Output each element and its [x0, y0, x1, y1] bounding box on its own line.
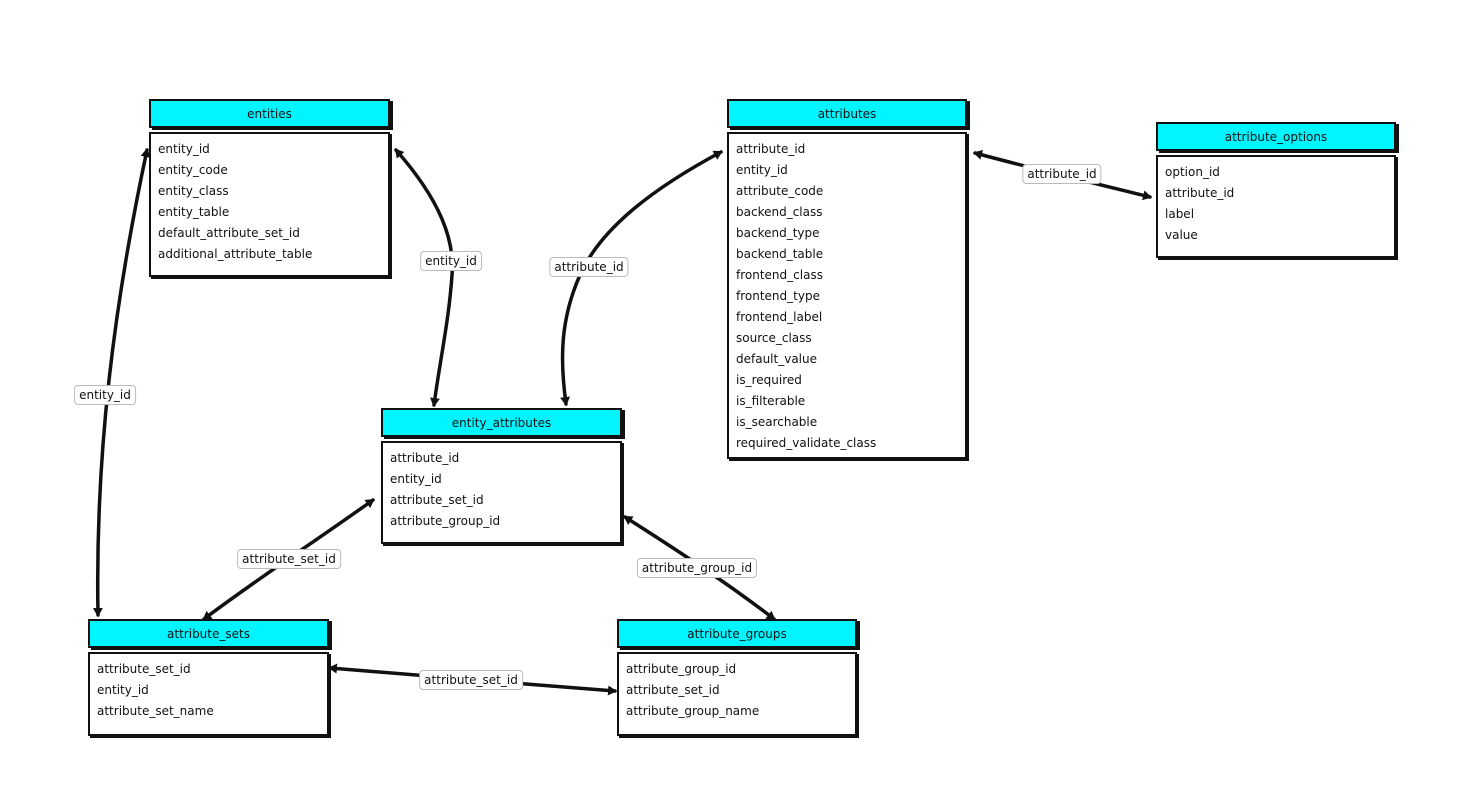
field: backend_table [736, 247, 824, 261]
relation-label-attribute-sets-attribute-groups: attribute_set_id [419, 670, 523, 690]
field: frontend_type [736, 289, 820, 303]
table-attribute-groups: attribute_groups attribute_group_id attr… [617, 619, 857, 736]
table-fields-entities: entity_id entity_code entity_class entit… [149, 132, 390, 277]
relation-label-attributes-entity-attributes: attribute_id [549, 257, 629, 277]
table-header-entity-attributes: entity_attributes [381, 408, 622, 437]
field: attribute_group_id [626, 662, 737, 676]
field: value [1165, 228, 1198, 242]
field: entity_class [158, 184, 229, 198]
field: default_value [736, 352, 817, 366]
field: attribute_set_id [626, 683, 720, 697]
field: additional_attribute_table [158, 247, 313, 261]
field: entity_id [97, 683, 149, 697]
table-header-attribute-sets: attribute_sets [88, 619, 329, 648]
table-entity-attributes: entity_attributes attribute_id entity_id… [381, 408, 622, 544]
field: backend_class [736, 205, 823, 219]
table-header-attribute-options: attribute_options [1156, 122, 1396, 151]
field: attribute_group_name [626, 704, 760, 718]
table-attribute-options: attribute_options option_id attribute_id… [1156, 122, 1396, 258]
relation-label-entity-attributes-attribute-sets: attribute_set_id [237, 549, 341, 569]
field: entity_table [158, 205, 230, 219]
table-attributes: attributes attribute_id entity_id attrib… [727, 99, 967, 459]
field: backend_type [736, 226, 820, 240]
field: entity_id [158, 142, 210, 156]
relation-label-attributes-attribute-options: attribute_id [1022, 164, 1102, 184]
field: is_searchable [736, 415, 818, 429]
field: default_attribute_set_id [158, 226, 300, 240]
field: is_required [736, 373, 802, 387]
field: entity_id [736, 163, 788, 177]
relation-line-entities-entity-attributes [394, 148, 455, 407]
field: attribute_group_id [390, 514, 501, 528]
field: attribute_id [390, 451, 460, 465]
table-attribute-sets: attribute_sets attribute_set_id entity_i… [88, 619, 329, 736]
table-header-entities: entities [149, 99, 390, 128]
field: entity_id [390, 472, 442, 486]
table-fields-attribute-sets: attribute_set_id entity_id attribute_set… [88, 652, 329, 736]
relation-label-entities-entity-attributes: entity_id [420, 251, 482, 271]
table-header-attributes: attributes [727, 99, 967, 128]
field: label [1165, 207, 1195, 221]
field: attribute_id [736, 142, 806, 156]
relation-label-entities-attribute-sets: entity_id [74, 385, 136, 405]
field: required_validate_class [736, 436, 877, 450]
field: entity_code [158, 163, 228, 177]
field: frontend_label [736, 310, 823, 324]
table-fields-attributes: attribute_id entity_id attribute_code ba… [727, 132, 967, 459]
field: option_id [1165, 165, 1220, 179]
field: attribute_set_id [390, 493, 484, 507]
table-header-attribute-groups: attribute_groups [617, 619, 857, 648]
table-fields-attribute-options: option_id attribute_id label value [1156, 155, 1396, 258]
table-entities: entities entity_id entity_code entity_cl… [149, 99, 390, 277]
relation-line-entities-attribute-sets [92, 148, 151, 617]
field: attribute_set_id [97, 662, 191, 676]
field: attribute_set_name [97, 704, 214, 718]
relation-line-attributes-entity-attributes [560, 150, 723, 406]
field: is_filterable [736, 394, 806, 408]
field: attribute_id [1165, 186, 1235, 200]
field: source_class [736, 331, 812, 345]
table-fields-entity-attributes: attribute_id entity_id attribute_set_id … [381, 441, 622, 544]
field: attribute_code [736, 184, 824, 198]
relation-label-entity-attributes-attribute-groups: attribute_group_id [636, 558, 758, 578]
field: frontend_class [736, 268, 823, 282]
table-fields-attribute-groups: attribute_group_id attribute_set_id attr… [617, 652, 857, 736]
